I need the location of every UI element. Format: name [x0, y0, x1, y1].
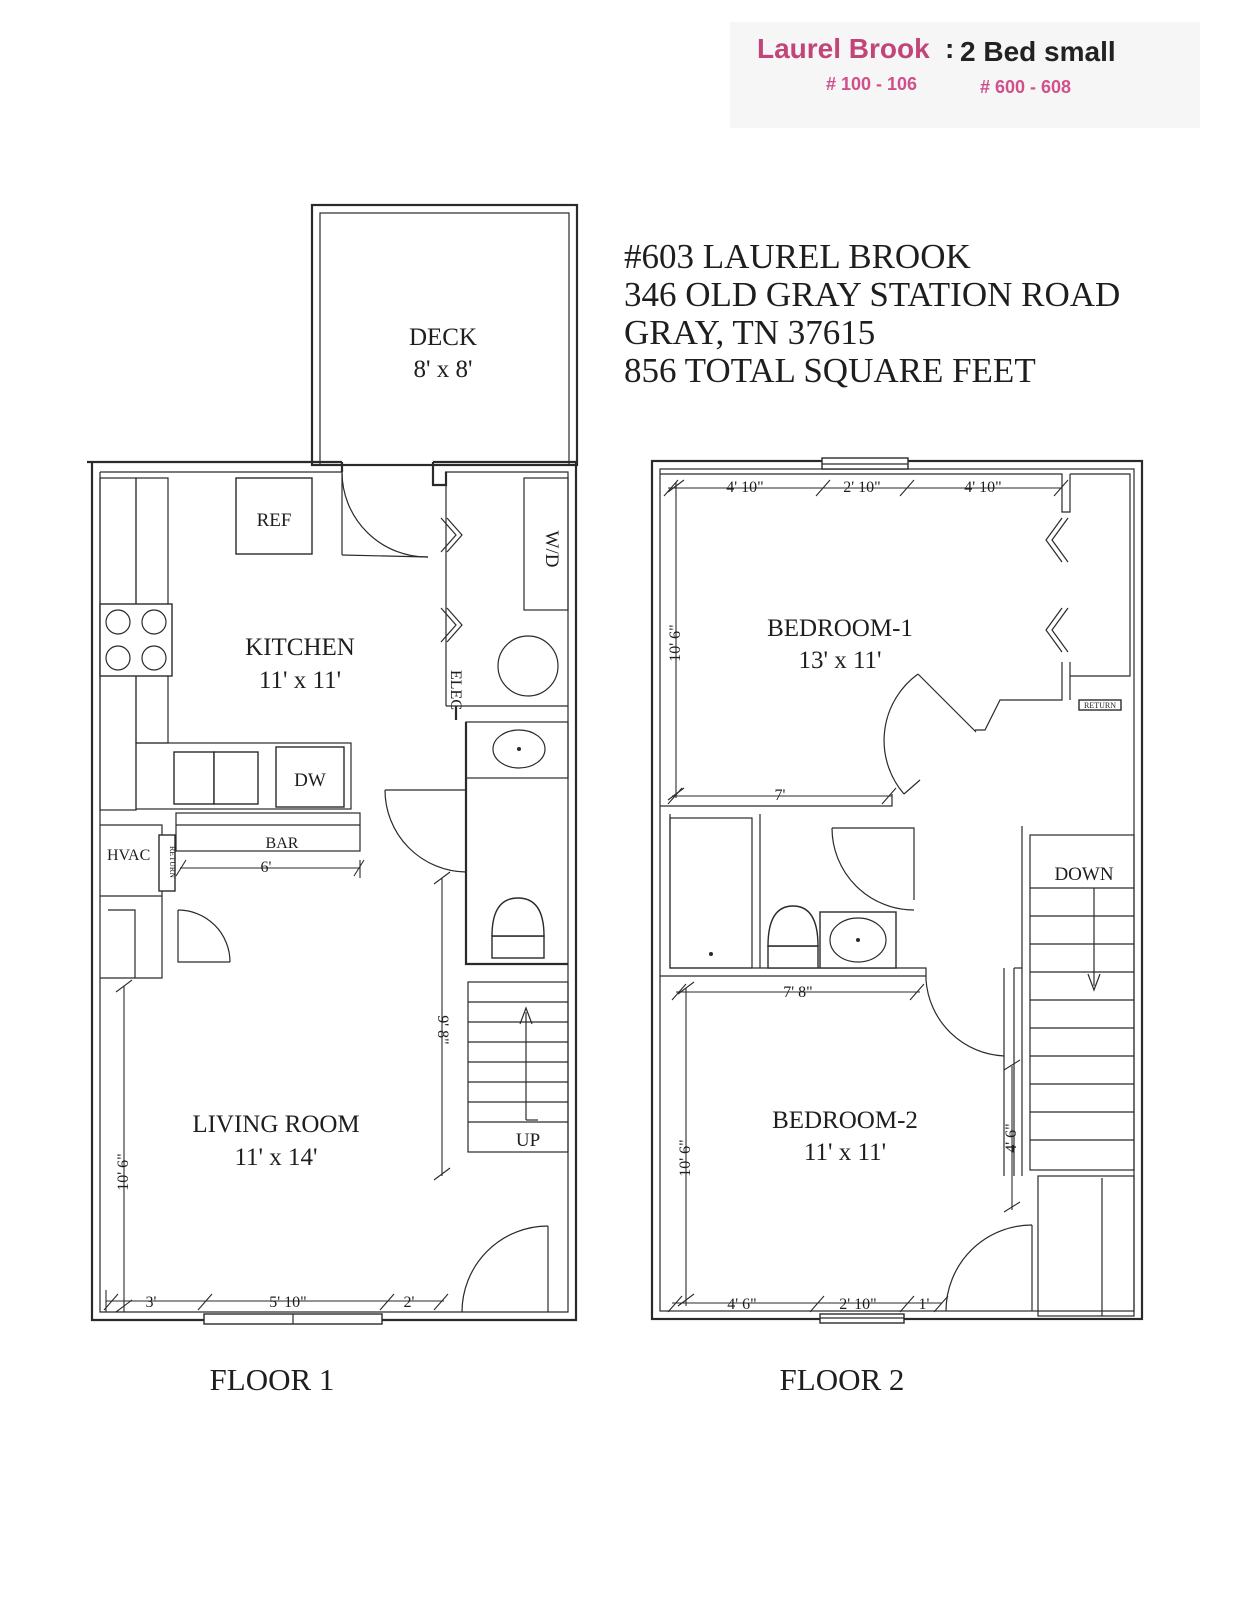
half-bath [384, 721, 569, 966]
living-room-name: LIVING ROOM [192, 1111, 359, 1138]
bedroom-2-name: BEDROOM-2 [772, 1107, 918, 1134]
floor-1-bottom-dim-b: 5' 10" [269, 1294, 306, 1311]
bar-label: BAR [266, 835, 299, 852]
floor-2-return-label: RETURN [1084, 701, 1116, 710]
floor-2-bottom-dim-c: 1' [919, 1296, 930, 1313]
water-heater [497, 635, 559, 697]
bedroom-2-size: 11' x 11' [804, 1139, 886, 1166]
bedroom-2-side-label: 4' 6" [1003, 1123, 1020, 1152]
floor-1: REF DW BAR HVAC RETURN [87, 203, 579, 1397]
bar-dimension-label: 6' [261, 859, 272, 876]
floor-2-label: FLOOR 2 [780, 1362, 905, 1397]
bedroom-2-walls [660, 826, 1023, 1176]
address-line-1: #603 LAUREL BROOK [624, 237, 971, 276]
kitchen-counter-bottom [135, 742, 352, 810]
living-height-dimension [115, 979, 133, 1313]
bedroom-2-top-dimension [671, 983, 925, 1001]
hvac-return-label: RETURN [168, 846, 177, 878]
floor-1-window [203, 1313, 383, 1325]
bedroom-1-size: 13' x 11' [798, 647, 881, 674]
stamp-range-a: # 100 - 106 [826, 74, 917, 94]
bedroom-1-height-label: 10' 6" [667, 624, 684, 661]
ref-label: REF [257, 510, 292, 531]
floor-1-bottom-dim-a: 3' [146, 1294, 157, 1311]
stairs-up [467, 981, 569, 1153]
address-line-2: 346 OLD GRAY STATION ROAD [624, 275, 1120, 314]
floor-2-top-window [821, 457, 909, 470]
floor-2-outer-walls [650, 459, 1144, 1321]
stair-dimension [433, 871, 451, 1181]
deck-name: DECK [409, 324, 477, 351]
stair-dimension-label: 9' 8" [434, 1015, 451, 1044]
address-line-3: GRAY, TN 37615 [624, 313, 875, 352]
floor-2-bottom-dim-b: 2' 10" [839, 1296, 876, 1313]
bedroom-2-side-dimension [1003, 1059, 1021, 1213]
washer-dryer-label: W/D [541, 531, 562, 568]
bedroom-2-closet [1037, 1175, 1135, 1317]
laundry-closet [440, 477, 569, 720]
hvac-label: HVAC [107, 847, 150, 864]
kitchen-size: 11' x 11' [259, 667, 341, 694]
floor-2: RETURN [650, 457, 1144, 1397]
address-line-4: 856 TOTAL SQUARE FEET [624, 351, 1036, 390]
bedroom-2-height-dimension [677, 981, 695, 1307]
bar-dimension [175, 859, 365, 878]
bedroom-1-door [883, 673, 977, 795]
bedroom-1-width-dimension [667, 787, 897, 805]
floor-2-bottom-dimension [667, 1295, 949, 1313]
stamp-range-b: # 600 - 608 [980, 77, 1071, 97]
living-room-size: 11' x 14' [234, 1144, 317, 1171]
floor-1-outer-walls [87, 460, 578, 1322]
stairs-down-label: DOWN [1054, 864, 1113, 885]
floor-1-bottom-dimension [103, 1290, 449, 1312]
elec-label: ELEC [447, 670, 464, 710]
bedroom-1-top-dim-c: 4' 10" [964, 479, 1001, 496]
stairs-up-label: UP [516, 1130, 540, 1151]
dishwasher-label: DW [294, 770, 326, 791]
bar-counter [175, 812, 361, 852]
upstairs-bath [669, 814, 927, 980]
bedroom-1-top-dim-a: 4' 10" [726, 479, 763, 496]
stamp-background [730, 22, 1200, 128]
floor-1-label: FLOOR 1 [210, 1362, 335, 1397]
stove [99, 603, 173, 677]
deck [310, 203, 579, 467]
deck-size: 8' x 8' [413, 356, 472, 383]
stamp: Laurel Brook : 2 Bed small # 100 - 106 #… [730, 22, 1200, 128]
toilet [491, 897, 545, 959]
living-height-label: 10' 6" [115, 1153, 132, 1190]
floor-2-return-vent [1078, 699, 1122, 711]
bedroom-1-top-dimension [663, 479, 1069, 497]
bedroom-2-top-dim-label: 7' 8" [783, 984, 812, 1001]
address-block: #603 LAUREL BROOK 346 OLD GRAY STATION R… [624, 237, 1120, 390]
stamp-colon: : [945, 33, 954, 64]
floor-1-bottom-dim-c: 2' [404, 1294, 415, 1311]
upstairs-toilet [767, 905, 819, 969]
front-door [461, 1225, 549, 1313]
deck-door [341, 471, 429, 558]
kitchen-name: KITCHEN [245, 634, 355, 661]
floor-2-bottom-dim-a: 4' 6" [727, 1296, 756, 1313]
bedroom-1-top-dim-b: 2' 10" [843, 479, 880, 496]
floor-2-bottom-window [819, 1313, 905, 1324]
bedroom-2-height-label: 10' 6" [677, 1139, 694, 1176]
stamp-unit-type: 2 Bed small [960, 36, 1116, 67]
bedroom-1-name: BEDROOM-1 [767, 615, 913, 642]
bedroom-1-height-dimension [667, 479, 685, 801]
bedroom-1-width-label: 7' [775, 787, 786, 804]
refrigerator [235, 477, 313, 555]
bedroom-1-walls [660, 473, 1131, 807]
stairs-down [1029, 834, 1135, 1171]
bedroom-1-closet-doors [1045, 517, 1069, 653]
hvac-closet [100, 824, 231, 979]
bedroom-2-door [945, 1224, 1033, 1312]
stamp-community: Laurel Brook [757, 33, 930, 64]
